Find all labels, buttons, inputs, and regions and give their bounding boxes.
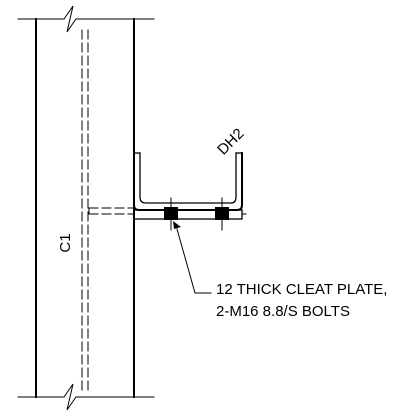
column-bottom-break-line (17, 383, 155, 411)
column-label: C1 (57, 233, 74, 252)
bolt-1 (164, 197, 178, 231)
bolt-2 (215, 197, 229, 231)
column-top-break-line (17, 5, 155, 33)
cleat-hidden-extension (88, 207, 135, 215)
note-line-2: 2-M16 8.8/S BOLTS (216, 303, 350, 320)
bolts (164, 197, 229, 231)
channel-outer-profile (133, 152, 243, 211)
member-dh2-channel (133, 152, 243, 211)
leader-arrowhead (173, 221, 181, 229)
note-line-1: 12 THICK CLEAT PLATE, (216, 281, 387, 298)
cleat-plate (133, 209, 247, 220)
channel-inner-profile (139, 152, 237, 204)
note-leader (173, 221, 212, 294)
